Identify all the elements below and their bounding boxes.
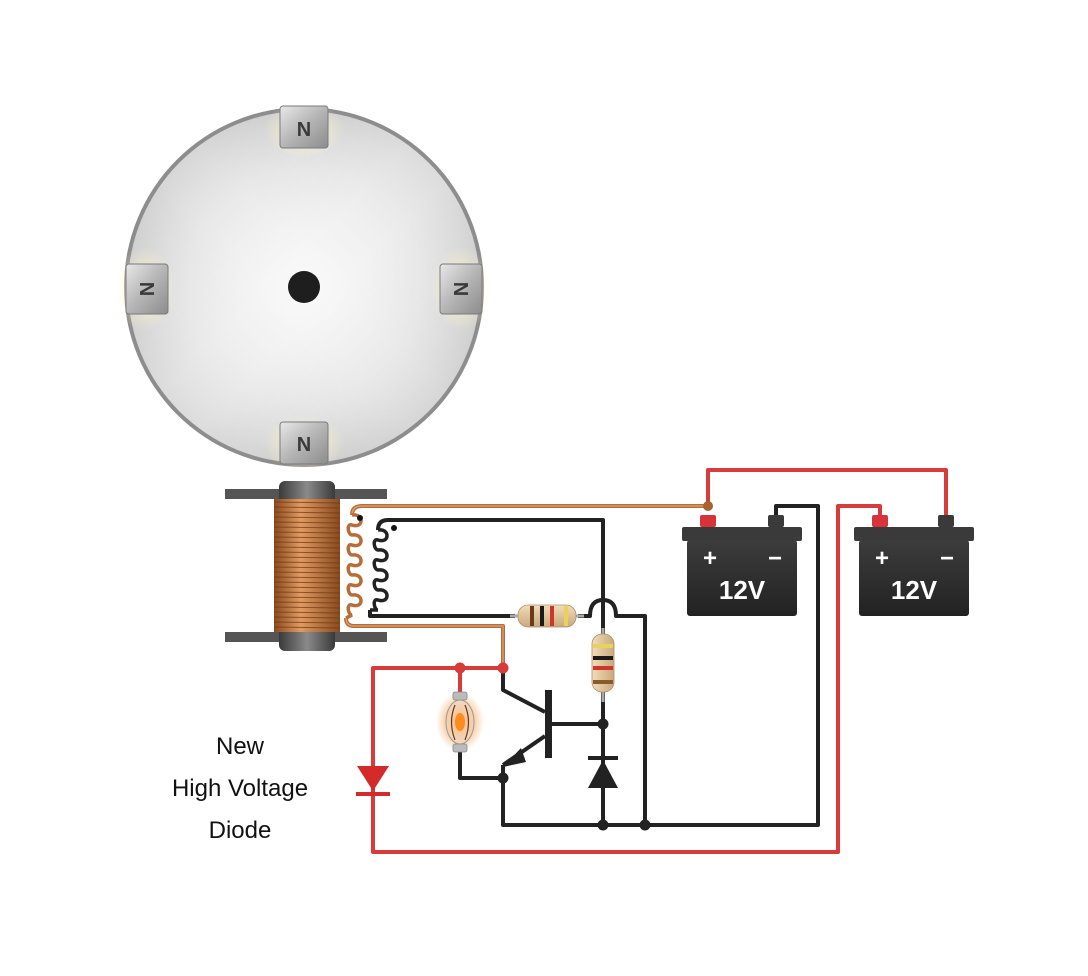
magnet-bottom: N <box>264 415 344 471</box>
junction-dot <box>639 819 651 831</box>
resistor-band <box>564 606 568 626</box>
winding-turn <box>273 506 341 509</box>
annotation-line: Diode <box>208 817 272 844</box>
winding-turn <box>273 576 341 579</box>
resistor-band <box>593 644 613 648</box>
negative-terminal <box>768 515 784 527</box>
junction-dot <box>703 501 713 511</box>
coil-icon <box>225 481 387 651</box>
annotation-line: New <box>215 733 264 760</box>
primary-winding <box>345 513 363 620</box>
resistor-band <box>550 606 554 626</box>
junction-dot <box>454 662 466 674</box>
winding-turn <box>273 626 341 629</box>
hv-diode-annotation: New High Voltage Diode <box>150 726 330 852</box>
negative-terminal <box>938 515 954 527</box>
positive-terminal <box>872 515 888 527</box>
black-wire-secondary-bottom <box>368 610 515 618</box>
hv-diode-icon <box>356 766 390 796</box>
magnet-letter: N <box>297 119 311 141</box>
winding-turn <box>273 531 341 534</box>
winding-turn <box>273 511 341 514</box>
resistor-band <box>530 606 534 626</box>
magnet-letter: N <box>135 282 157 296</box>
resistor-band <box>593 656 613 660</box>
rotor-shaft-hole <box>288 271 320 303</box>
black-wire-secondary-top <box>376 518 605 612</box>
black-wire-ground <box>501 504 820 827</box>
battery-voltage: 12V <box>719 575 766 605</box>
winding-turn <box>273 586 341 589</box>
winding-turn <box>273 561 341 564</box>
junction-dot <box>497 772 509 784</box>
battery-1: + − 12V <box>682 515 802 616</box>
junction-dot <box>497 662 509 674</box>
negative-symbol: − <box>768 545 782 572</box>
red-wire-return <box>371 504 882 854</box>
positive-symbol: + <box>875 545 889 572</box>
junction-dot <box>597 819 609 831</box>
winding-turn <box>273 611 341 614</box>
winding-turn <box>273 591 341 594</box>
polarity-dot <box>391 525 397 531</box>
winding-turn <box>273 566 341 569</box>
resistor-horizontal <box>510 604 584 628</box>
magnet-top: N <box>264 102 344 158</box>
winding-turn <box>273 606 341 609</box>
winding-turn <box>273 621 341 624</box>
neon-bulb-icon <box>436 691 484 753</box>
transformer-icon <box>345 513 397 620</box>
polarity-dot <box>357 515 363 521</box>
black-wire-neon-bottom <box>458 745 503 780</box>
winding-turn <box>273 616 341 619</box>
rotor-disc: N N N N <box>115 102 491 471</box>
winding-turn <box>273 501 341 504</box>
coil-winding <box>274 499 340 632</box>
magnet-left: N <box>115 247 175 331</box>
resistor-band <box>540 606 544 626</box>
battery-voltage: 12V <box>891 575 938 605</box>
resistor-band <box>593 666 613 670</box>
positive-symbol: + <box>703 545 717 572</box>
negative-symbol: − <box>940 545 954 572</box>
winding-turn <box>273 516 341 519</box>
emitter-arrow <box>503 748 526 767</box>
winding-turn <box>273 551 341 554</box>
magnet-letter: N <box>297 434 311 456</box>
winding-turn <box>273 581 341 584</box>
winding-turn <box>273 596 341 599</box>
diode-icon <box>588 756 618 788</box>
resistor-band <box>593 680 613 684</box>
battery-body <box>687 540 797 616</box>
winding-turn <box>273 546 341 549</box>
battery-2: + − 12V <box>854 515 974 616</box>
winding-turn <box>273 536 341 539</box>
battery-body <box>859 540 969 616</box>
annotation-line: High Voltage <box>171 775 309 802</box>
winding-turn <box>273 601 341 604</box>
winding-turn <box>273 521 341 524</box>
copper-wires <box>344 504 708 668</box>
winding-turn <box>273 571 341 574</box>
positive-terminal <box>700 515 716 527</box>
winding-turn <box>273 541 341 544</box>
transistor-collector-lead <box>501 668 546 714</box>
magnet-letter: N <box>449 282 471 296</box>
resistor-vertical <box>591 628 615 702</box>
junction-dot <box>597 718 609 730</box>
winding-turn <box>273 526 341 529</box>
red-wire-battery-link <box>706 468 948 518</box>
secondary-winding <box>370 528 389 612</box>
npn-transistor-icon <box>501 690 552 767</box>
copper-wire-top <box>350 504 708 516</box>
winding-turn <box>273 556 341 559</box>
black-wire-hop <box>578 598 647 825</box>
junctions <box>454 501 713 831</box>
magnet-right: N <box>431 247 491 331</box>
